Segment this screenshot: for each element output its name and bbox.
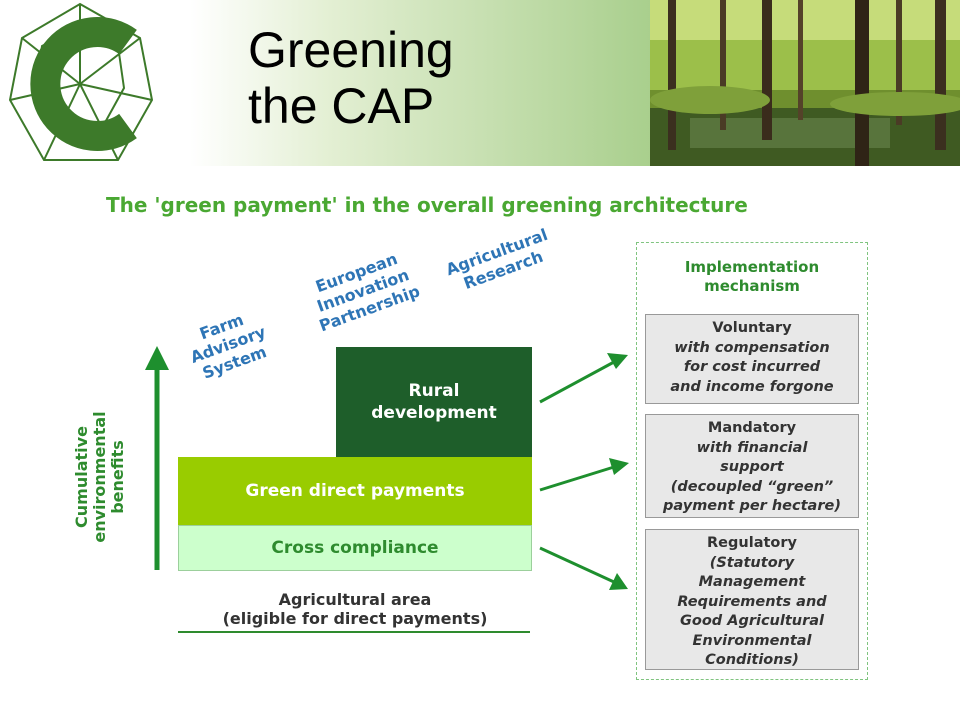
voluntary-line-3: and income forgone bbox=[670, 378, 834, 395]
forest-photo bbox=[650, 0, 960, 166]
area-line-1: Agricultural area bbox=[278, 590, 432, 609]
regulatory-mechanism-box: Regulatory (Statutory Management Require… bbox=[645, 529, 859, 670]
arrow-to-voluntary bbox=[539, 353, 628, 404]
mandatory-line-3: (decoupled “green” bbox=[670, 478, 834, 495]
diagram-title: The 'green payment' in the overall green… bbox=[106, 193, 748, 217]
regulatory-line-5: Environmental bbox=[692, 632, 812, 649]
impl-line-1: Implementation bbox=[684, 258, 820, 276]
regulatory-line-3: Requirements and bbox=[677, 593, 827, 610]
page-title: Greening the CAP bbox=[248, 22, 454, 134]
y-axis-label: Cumulative environmental benefits bbox=[72, 397, 127, 557]
arrow-to-mandatory bbox=[539, 458, 629, 492]
ylabel-line-2: environmental bbox=[90, 411, 109, 543]
baseline bbox=[178, 631, 530, 633]
ylabel-line-3: benefits bbox=[108, 440, 127, 514]
cross-label: Cross compliance bbox=[271, 538, 439, 558]
mandatory-line-2: support bbox=[720, 459, 784, 475]
cap-logo bbox=[8, 2, 154, 161]
cross-compliance-block: Cross compliance bbox=[178, 525, 532, 571]
area-line-2: (eligible for direct payments) bbox=[222, 609, 488, 628]
benefits-arrow bbox=[145, 346, 169, 570]
voluntary-head: Voluntary bbox=[712, 320, 792, 336]
impl-line-2: mechanism bbox=[704, 277, 800, 295]
regulatory-line-6: Conditions) bbox=[705, 652, 799, 668]
title-line-1: Greening bbox=[248, 22, 454, 78]
implementation-title: Implementation mechanism bbox=[636, 258, 868, 296]
title-line-2: the CAP bbox=[248, 78, 435, 134]
mandatory-line-1: with financial bbox=[696, 439, 808, 456]
ylabel-line-1: Cumulative bbox=[72, 426, 91, 528]
regulatory-line-2: Management bbox=[698, 574, 806, 590]
rural-development-block: Rural development bbox=[336, 347, 532, 457]
header-banner: Greening the CAP bbox=[0, 0, 960, 166]
mandatory-line-4: payment per hectare) bbox=[663, 498, 841, 514]
green-direct-payments-block: Green direct payments bbox=[178, 457, 532, 525]
regulatory-line-1: (Statutory bbox=[709, 554, 795, 571]
agricultural-area-label: Agricultural area (eligible for direct p… bbox=[200, 590, 510, 628]
voluntary-line-1: with compensation bbox=[674, 339, 830, 356]
mandatory-head: Mandatory bbox=[707, 420, 797, 436]
voluntary-line-2: for cost incurred bbox=[683, 359, 821, 375]
mandatory-mechanism-box: Mandatory with financial support (decoup… bbox=[645, 414, 859, 518]
arrow-to-regulatory bbox=[539, 546, 628, 590]
rural-line-2: development bbox=[371, 403, 497, 423]
voluntary-mechanism-box: Voluntary with compensation for cost inc… bbox=[645, 314, 859, 404]
rural-line-1: Rural bbox=[408, 381, 460, 401]
regulatory-line-4: Good Agricultural bbox=[679, 613, 825, 629]
implementation-frame bbox=[636, 242, 868, 680]
regulatory-head: Regulatory bbox=[707, 535, 797, 551]
green-label: Green direct payments bbox=[245, 481, 465, 501]
